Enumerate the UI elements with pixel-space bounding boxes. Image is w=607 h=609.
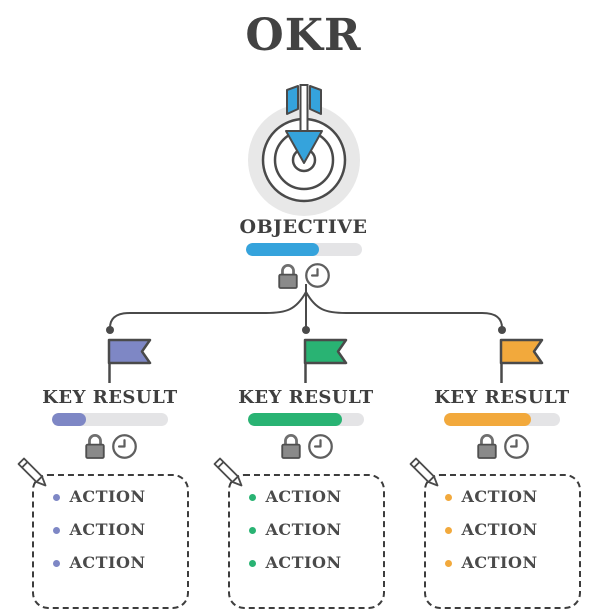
key-result-status-icons [475, 432, 530, 460]
action-label: ACTION [69, 520, 146, 539]
key-result-progress-fill [52, 413, 86, 426]
key-result-column-1: KEY RESULT ACTION [17, 337, 200, 609]
target-icon [238, 83, 370, 221]
bullet-dot [52, 559, 60, 567]
arrow-head [284, 130, 323, 164]
action-label: ACTION [461, 553, 538, 572]
pencil-icon [409, 457, 438, 487]
key-result-progress-bar [444, 413, 560, 426]
pencil-icon [17, 457, 46, 487]
arrow-fletching-left [285, 85, 299, 115]
bullet-dot [444, 559, 452, 567]
bullet-dot [444, 526, 452, 534]
bullet-dot [444, 493, 452, 501]
flag-icon [302, 337, 352, 385]
action-label: ACTION [69, 553, 146, 572]
objective-progress-bar [245, 242, 362, 256]
action-item: ACTION [248, 520, 383, 539]
lock-icon [476, 434, 497, 459]
bullet-dot [52, 493, 60, 501]
key-result-progress-fill [248, 413, 342, 426]
action-box: ACTION ACTION ACTION [31, 474, 189, 609]
action-item: ACTION [444, 520, 579, 539]
bullet-dot [52, 526, 60, 534]
objective-label: OBJECTIVE [239, 216, 368, 238]
pencil-icon [213, 457, 242, 487]
key-result-status-icons [83, 432, 138, 460]
clock-icon [111, 433, 137, 459]
clock-icon [305, 263, 330, 289]
key-result-column-3: KEY RESULT ACTION [409, 337, 592, 609]
flag-icon [498, 337, 548, 385]
bullet-dot [248, 526, 256, 534]
action-box: ACTION ACTION ACTION [423, 474, 581, 609]
action-box-wrap: ACTION ACTION ACTION [409, 457, 581, 609]
page-title: OKR [245, 10, 362, 61]
key-result-progress-bar [248, 413, 364, 426]
key-result-label: KEY RESULT [42, 387, 178, 408]
objective-status-icons [276, 262, 331, 290]
action-label: ACTION [265, 487, 342, 506]
key-result-progress-bar [52, 413, 168, 426]
action-box: ACTION ACTION ACTION [227, 474, 385, 609]
action-label: ACTION [265, 553, 342, 572]
arrow-fletching-right [308, 85, 322, 115]
key-result-status-icons [279, 432, 334, 460]
action-item: ACTION [52, 553, 187, 572]
lock-icon [278, 263, 298, 289]
objective-progress-fill [245, 242, 319, 256]
action-item: ACTION [52, 487, 187, 506]
clock-icon [307, 433, 333, 459]
bullet-dot [248, 559, 256, 567]
key-result-column-2: KEY RESULT ACTION [213, 337, 396, 609]
branch-connector [106, 284, 506, 340]
lock-icon [84, 434, 105, 459]
action-item: ACTION [444, 487, 579, 506]
key-result-label: KEY RESULT [238, 387, 374, 408]
action-box-wrap: ACTION ACTION ACTION [213, 457, 385, 609]
flag-icon [106, 337, 156, 385]
action-label: ACTION [69, 487, 146, 506]
clock-icon [503, 433, 529, 459]
action-box-wrap: ACTION ACTION ACTION [17, 457, 189, 609]
key-result-label: KEY RESULT [434, 387, 570, 408]
action-label: ACTION [265, 520, 342, 539]
bullet-dot [248, 493, 256, 501]
action-item: ACTION [248, 553, 383, 572]
action-item: ACTION [248, 487, 383, 506]
lock-icon [280, 434, 301, 459]
objective-section: OBJECTIVE [0, 217, 607, 290]
action-label: ACTION [461, 520, 538, 539]
action-label: ACTION [461, 487, 538, 506]
action-item: ACTION [444, 553, 579, 572]
key-result-progress-fill [444, 413, 531, 426]
action-item: ACTION [52, 520, 187, 539]
